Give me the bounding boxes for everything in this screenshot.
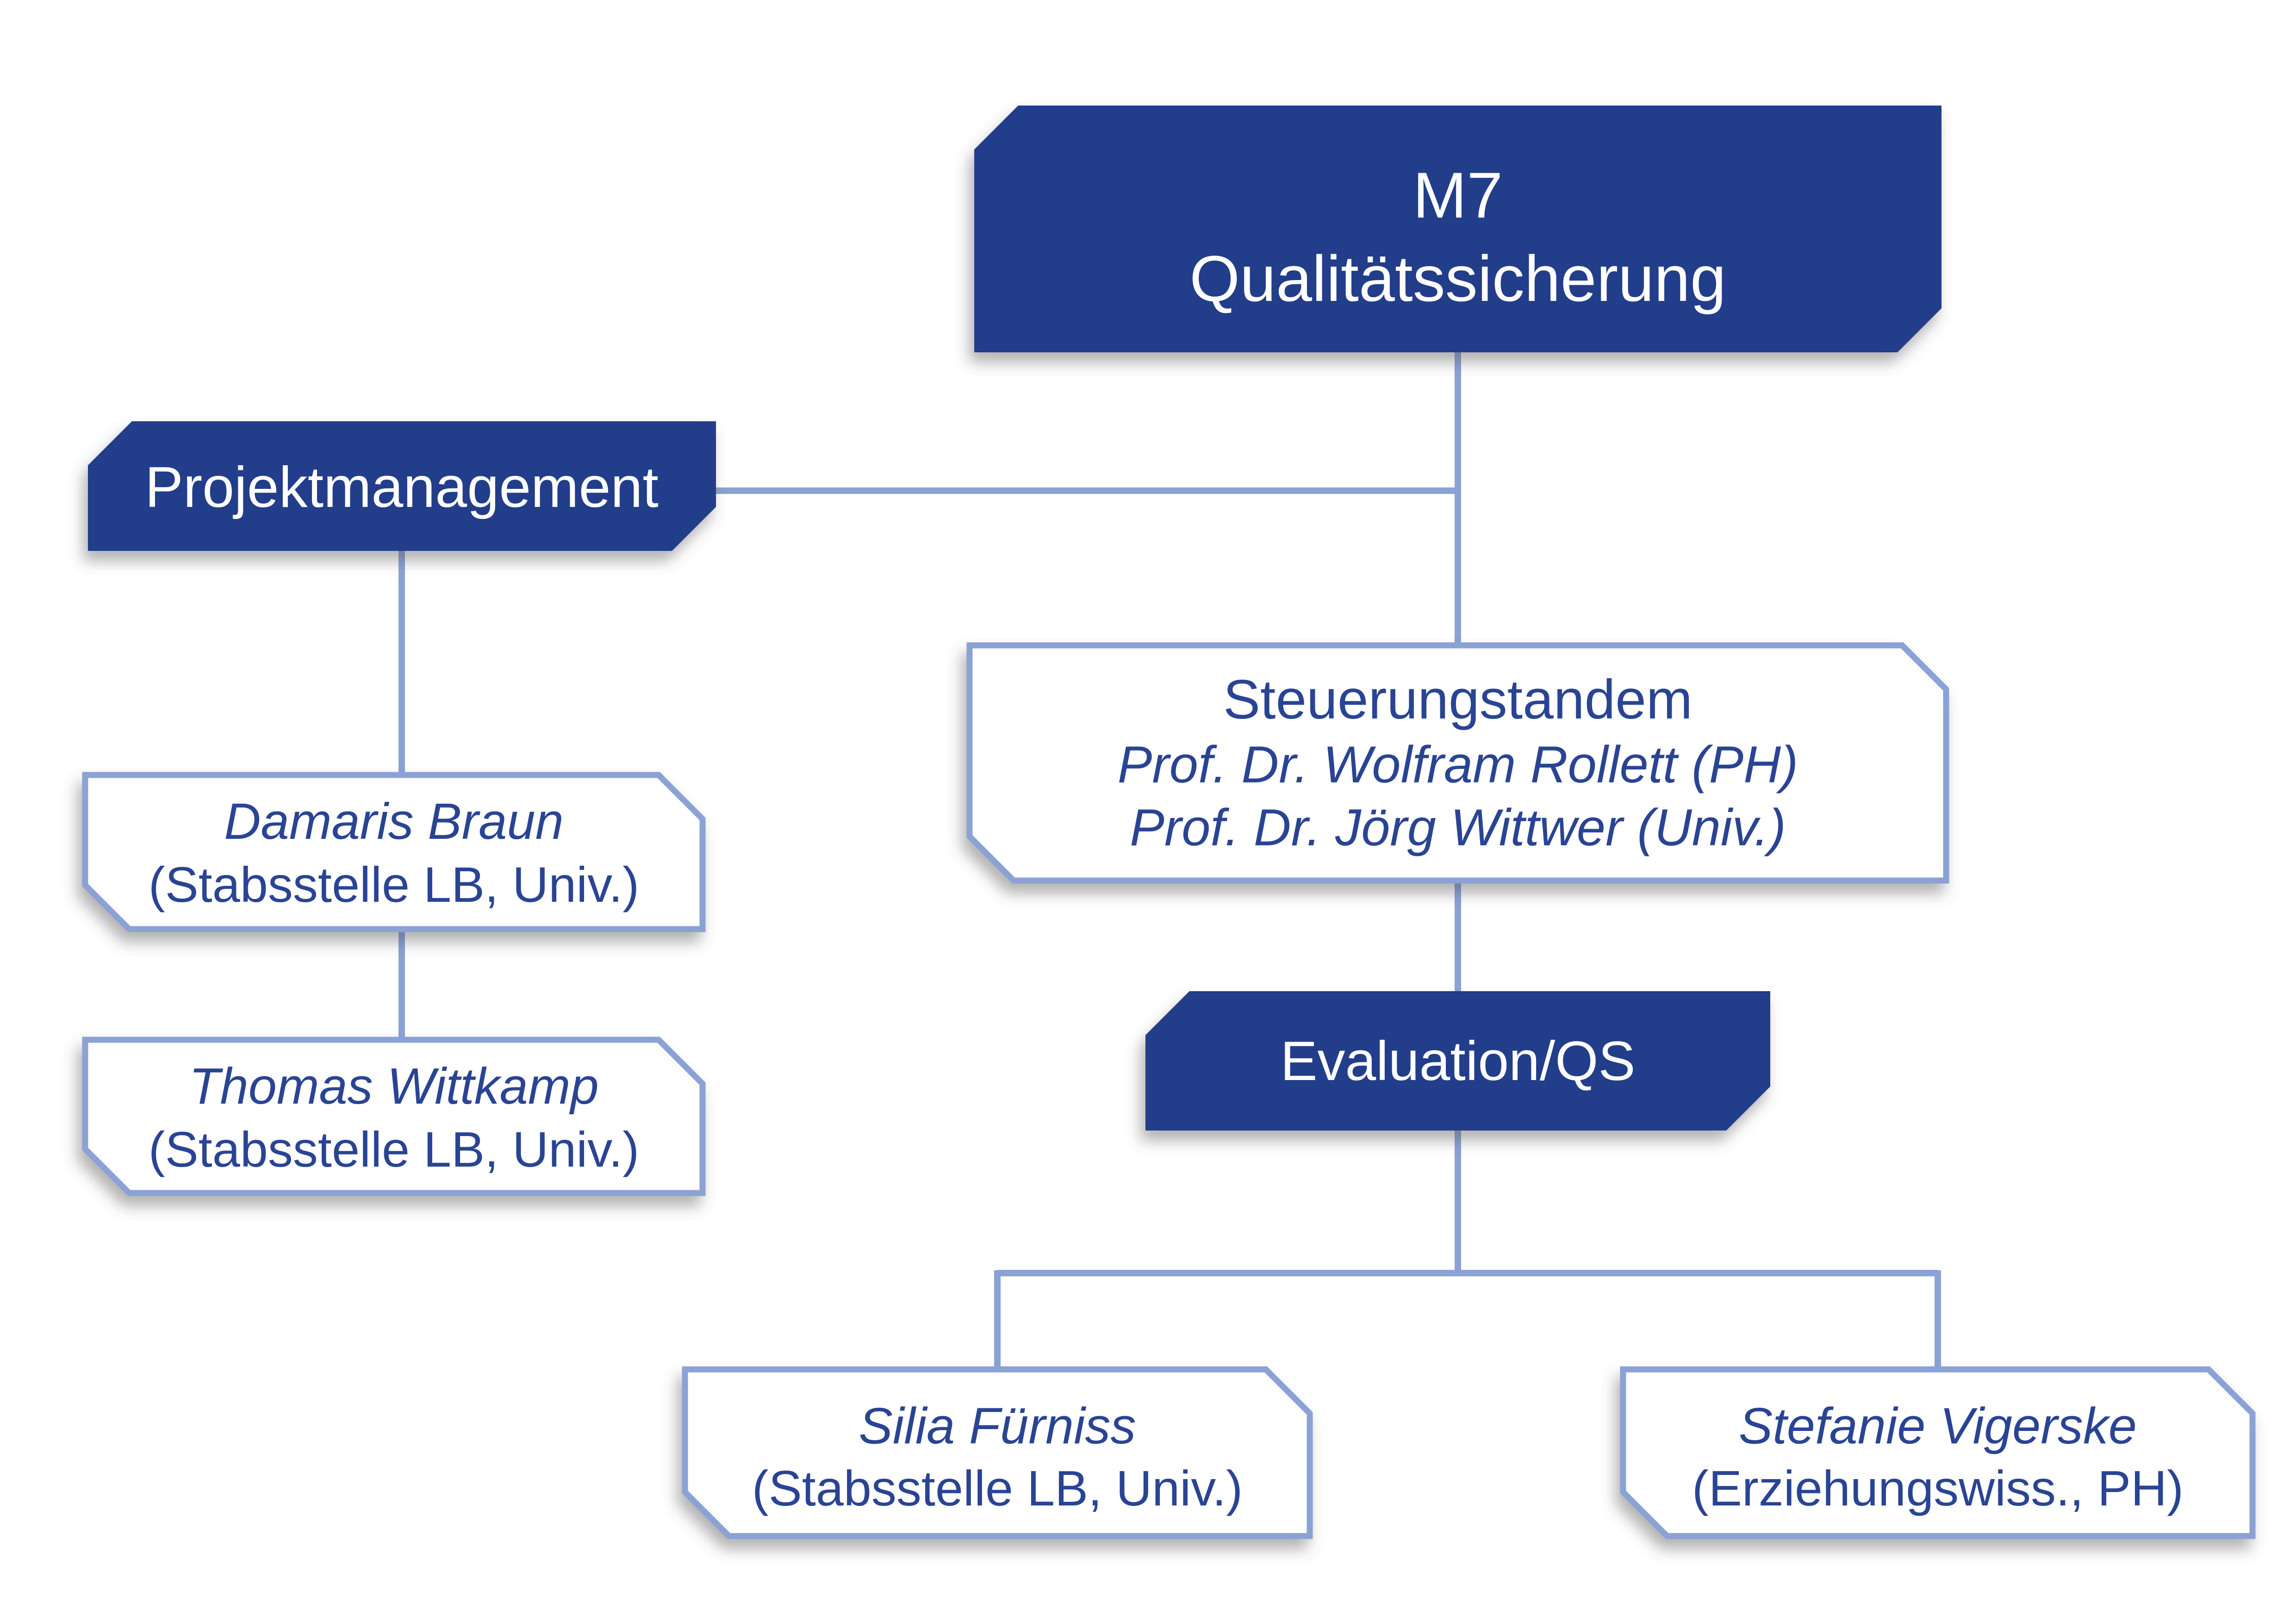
node-steuerungstandem-title: Steuerungstandem <box>1223 668 1692 731</box>
node-steuerungstandem-box <box>966 642 1949 884</box>
node-silia-fuerniss-affiliation: (Stabsstelle LB, Univ.) <box>752 1460 1243 1516</box>
node-damaris-braun-box <box>82 772 706 932</box>
node-silia-fuerniss-name: Silia Fürniss <box>859 1398 1136 1455</box>
node-m7-line1: M7 <box>1413 159 1503 231</box>
node-evaluation-qs: Evaluation/QS <box>1145 991 1770 1131</box>
node-stefanie-vigerske-affiliation: (Erziehungswiss., PH) <box>1692 1460 2184 1516</box>
node-stefanie-vigerske: Stefanie Vigerske (Erziehungswiss., PH) <box>1620 1366 2256 1539</box>
node-evaluation-qs-box <box>1145 991 1770 1131</box>
node-projektmanagement-label: Projektmanagement <box>145 456 659 519</box>
node-thomas-wittkamp-box <box>82 1037 706 1196</box>
node-m7-box <box>974 106 1941 352</box>
node-thomas-wittkamp-name: Thomas Wittkamp <box>189 1058 598 1115</box>
node-steuerungstandem-member2: Prof. Dr. Jörg Wittwer (Univ.) <box>1130 799 1786 856</box>
node-stefanie-vigerske-box <box>1620 1366 2256 1539</box>
node-m7-line2: Qualitätssicherung <box>1189 242 1726 315</box>
node-steuerungstandem-member1: Prof. Dr. Wolfram Rollett (PH) <box>1118 736 1798 793</box>
node-m7: M7 Qualitätssicherung <box>974 106 1941 352</box>
node-silia-fuerniss-box <box>682 1366 1313 1539</box>
node-thomas-wittkamp: Thomas Wittkamp (Stabsstelle LB, Univ.) <box>82 1037 706 1196</box>
node-damaris-braun-name: Damaris Braun <box>224 793 564 850</box>
node-projektmanagement-box <box>88 421 716 551</box>
node-silia-fuerniss: Silia Fürniss (Stabsstelle LB, Univ.) <box>682 1366 1313 1539</box>
node-thomas-wittkamp-affiliation: (Stabsstelle LB, Univ.) <box>149 1121 639 1177</box>
node-steuerungstandem: Steuerungstandem Prof. Dr. Wolfram Rolle… <box>966 642 1949 884</box>
connectors <box>398 350 1941 1372</box>
node-damaris-braun: Damaris Braun (Stabsstelle LB, Univ.) <box>82 772 706 932</box>
node-evaluation-qs-label: Evaluation/QS <box>1280 1030 1635 1092</box>
node-projektmanagement: Projektmanagement <box>88 421 716 551</box>
node-damaris-braun-affiliation: (Stabsstelle LB, Univ.) <box>149 856 639 912</box>
node-stefanie-vigerske-name: Stefanie Vigerske <box>1739 1398 2137 1455</box>
